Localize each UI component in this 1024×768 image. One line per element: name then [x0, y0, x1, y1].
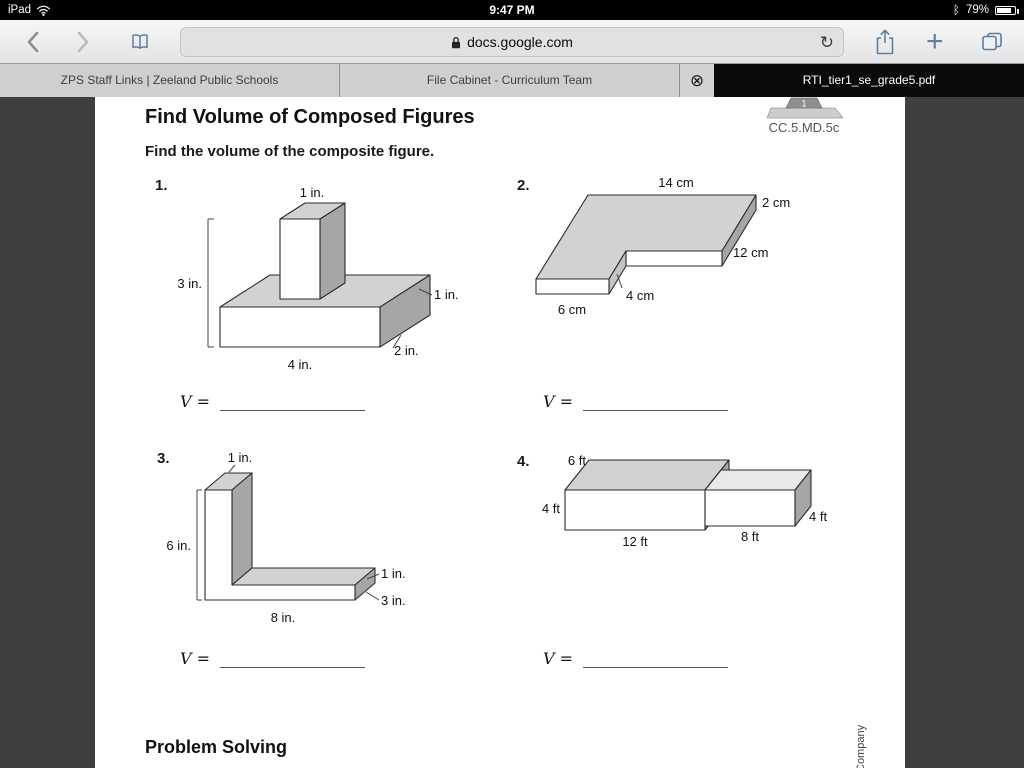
- dimension-label: 6 ft: [568, 453, 586, 468]
- book-icon: [132, 34, 148, 49]
- instruction-text: Find the volume of the composite figure.: [145, 143, 435, 160]
- answer-blank: [583, 651, 729, 668]
- forward-button[interactable]: [76, 30, 90, 57]
- tab-close-button[interactable]: ⊗: [680, 64, 714, 97]
- status-bar: iPad 9:47 PM ᛒ 79%: [0, 0, 1024, 20]
- standard-code: CC.5.MD.5c: [768, 120, 840, 135]
- back-button[interactable]: [26, 30, 40, 57]
- dimension-label: 2 in.: [394, 343, 419, 358]
- reload-button[interactable]: ↻: [819, 33, 834, 52]
- address-bar[interactable]: docs.google.com ↻: [180, 27, 844, 57]
- dimension-label: 4 cm: [626, 288, 654, 303]
- answer-line-4: V =: [543, 649, 729, 668]
- tabs-icon: [982, 32, 1002, 51]
- answer-blank: [220, 651, 366, 668]
- battery-icon: [995, 5, 1019, 15]
- publisher-edge-text: Company: [855, 724, 867, 768]
- dimension-label: 6 cm: [558, 302, 586, 317]
- figure-2-composite-solid: 14 cm 2 cm 12 cm 4 cm 6 cm: [535, 175, 790, 317]
- tab-zps-staff-links[interactable]: ZPS Staff Links | Zeeland Public Schools: [0, 64, 340, 97]
- device-label: iPad: [8, 4, 32, 16]
- answer-blank: [220, 394, 366, 411]
- tab-pdf-active[interactable]: RTI_tier1_se_grade5.pdf: [714, 64, 1024, 97]
- share-icon: [876, 29, 894, 55]
- problem-3-number: 3.: [157, 450, 170, 467]
- figure-3-composite-solid: 1 in. 6 in. 1 in. 3 in. 8 in.: [166, 450, 406, 625]
- problem-4-number: 4.: [517, 453, 530, 470]
- problem-2-number: 2.: [517, 177, 530, 194]
- dimension-label: 3 in.: [177, 276, 202, 291]
- figure-1-composite-solid: 1 in. 3 in. 1 in. 2 in. 4 in.: [177, 187, 459, 372]
- dimension-label: 4 in.: [288, 357, 313, 372]
- dimension-label: 1 in.: [300, 187, 325, 200]
- answer-blank: [583, 394, 729, 411]
- lesson-number: 1: [801, 99, 806, 109]
- dimension-label: 14 cm: [658, 175, 693, 190]
- problem-solving-heading: Problem Solving: [145, 737, 288, 757]
- bluetooth-icon: ᛒ: [952, 3, 960, 17]
- bookmarks-button[interactable]: [128, 32, 152, 55]
- clock: 9:47 PM: [489, 3, 535, 17]
- dimension-label: 8 in.: [271, 610, 296, 625]
- dimension-label: 2 cm: [762, 195, 790, 210]
- new-tab-button[interactable]: +: [926, 25, 944, 58]
- share-button[interactable]: [874, 28, 896, 59]
- dimension-label: 1 in.: [381, 566, 406, 581]
- dimension-label: 3 in.: [381, 593, 406, 608]
- tab-bar: ZPS Staff Links | Zeeland Public Schools…: [0, 64, 1024, 97]
- answer-line-2: V =: [543, 392, 729, 411]
- battery-percent: 79%: [965, 4, 989, 16]
- tab-overview-button[interactable]: [980, 30, 1005, 56]
- browser-content: Find Volume of Composed Figures 1 CC.5.M…: [0, 97, 1024, 768]
- lock-icon: [452, 36, 461, 48]
- tab-file-cabinet[interactable]: File Cabinet - Curriculum Team: [340, 64, 680, 97]
- worksheet-title: Find Volume of Composed Figures: [145, 106, 475, 128]
- dimension-label: 4 ft: [542, 501, 560, 516]
- dimension-label: 12 ft: [622, 534, 648, 549]
- chevron-left-icon: [27, 31, 39, 53]
- dimension-label: 1 in.: [434, 287, 459, 302]
- dimension-label: 6 in.: [166, 538, 191, 553]
- answer-line-1: V =: [180, 392, 366, 411]
- wifi-icon: [36, 5, 51, 16]
- dimension-label: 8 ft: [741, 529, 759, 544]
- dimension-label: 4 ft: [809, 509, 827, 524]
- answer-line-3: V =: [180, 649, 366, 668]
- browser-toolbar: docs.google.com ↻ +: [0, 20, 1024, 64]
- pdf-page[interactable]: Find Volume of Composed Figures 1 CC.5.M…: [95, 97, 905, 768]
- problem-1-number: 1.: [155, 177, 168, 194]
- dimension-label: 1 in.: [228, 450, 253, 465]
- url-text: docs.google.com: [467, 34, 573, 50]
- lesson-badge: 1: [767, 97, 843, 119]
- dimension-label: 12 cm: [733, 245, 768, 260]
- figure-4-composite-solid: 6 ft 4 ft 12 ft 8 ft 4 ft: [542, 453, 828, 549]
- chevron-right-icon: [77, 31, 89, 53]
